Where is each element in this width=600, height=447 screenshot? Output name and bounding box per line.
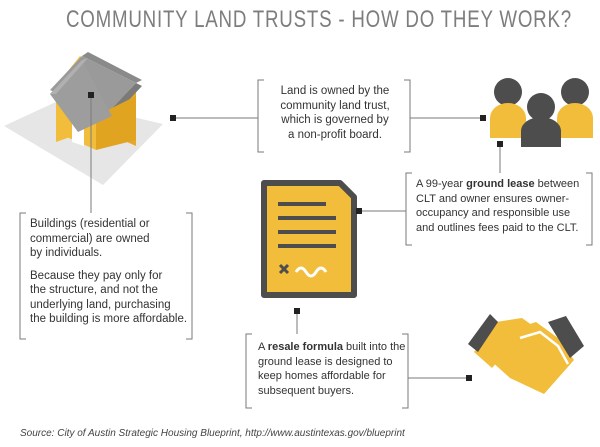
resale-formula-term: resale formula bbox=[267, 341, 343, 353]
source-citation: Source: City of Austin Strategic Housing… bbox=[20, 428, 405, 439]
connector-dots bbox=[88, 92, 503, 381]
resale-formula-text: A resale formula built into the ground l… bbox=[258, 341, 406, 397]
page-title: COMMUNITY LAND TRUSTS - HOW DO THEY WORK… bbox=[66, 6, 572, 33]
people-icon bbox=[490, 78, 593, 147]
buildings-ownership-text: Buildings (residential or commercial) ar… bbox=[30, 218, 188, 325]
document-icon bbox=[261, 180, 357, 298]
ground-lease-term: ground lease bbox=[466, 178, 535, 190]
connector-lines bbox=[19, 79, 593, 409]
house-icon bbox=[4, 52, 163, 185]
ground-lease-text: A 99-year ground lease between CLT and o… bbox=[416, 178, 580, 234]
land-ownership-text: Land is owned by the community land trus… bbox=[280, 85, 390, 141]
handshake-icon bbox=[468, 314, 584, 394]
